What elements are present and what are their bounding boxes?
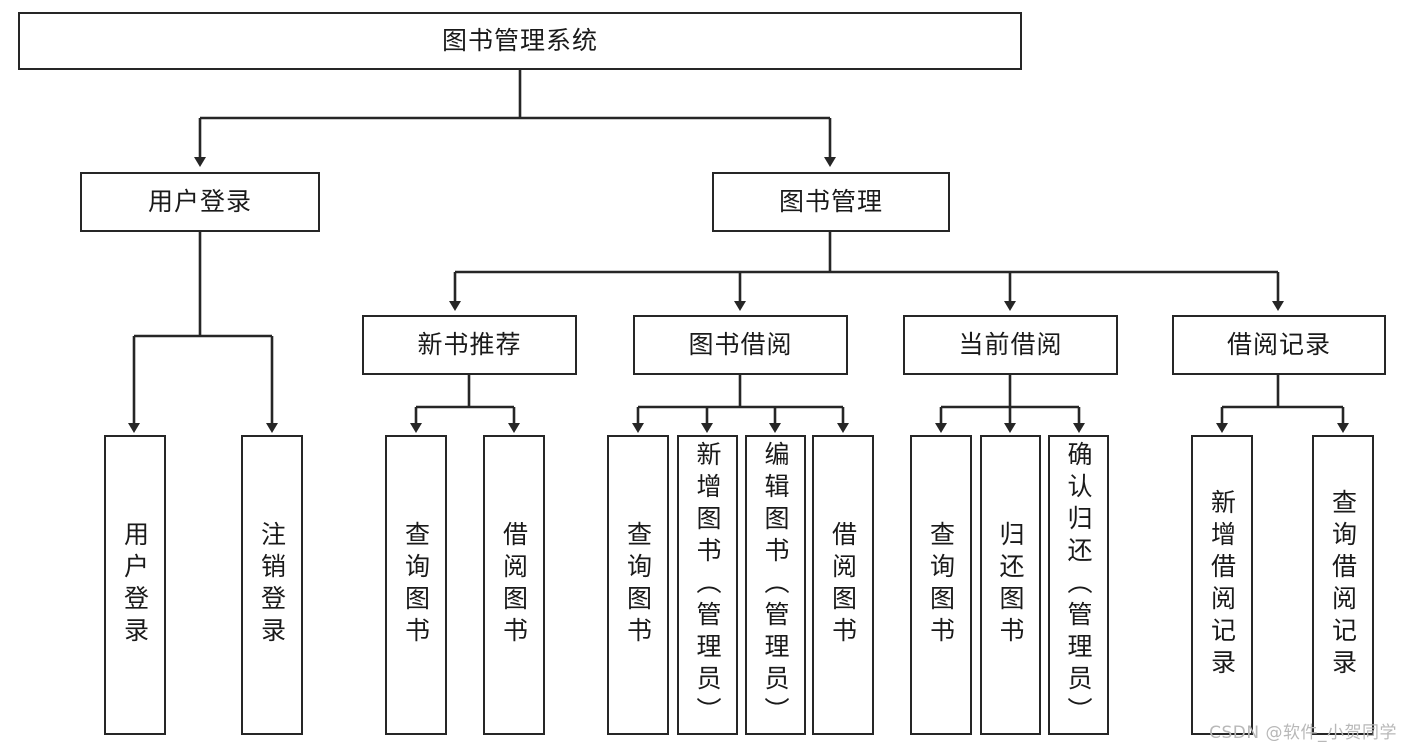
leaf-edit-book-admin[interactable]: 编辑图书（管理员）	[745, 435, 806, 735]
leaf-return-book[interactable]: 归还图书	[980, 435, 1041, 735]
node-label: 注销登录	[257, 521, 287, 649]
node-label: 图书借阅	[688, 329, 793, 359]
node-label: 新书推荐	[417, 329, 522, 359]
leaf-logout[interactable]: 注销登录	[241, 435, 303, 735]
node-borrowing-records[interactable]: 借阅记录	[1172, 315, 1386, 375]
leaf-query-book-borrow[interactable]: 查询图书	[607, 435, 669, 735]
node-label: 归还图书	[996, 521, 1025, 649]
node-label: 当前借阅	[958, 329, 1063, 359]
leaf-query-book-current[interactable]: 查询图书	[910, 435, 972, 735]
leaf-user-login[interactable]: 用户登录	[104, 435, 166, 735]
node-label: 查询图书	[623, 521, 653, 649]
node-label: 确认归还（管理员）	[1064, 441, 1093, 729]
node-label: 查询借阅记录	[1328, 489, 1358, 681]
node-label: 用户登录	[147, 186, 252, 216]
node-label: 查询图书	[926, 521, 956, 649]
node-label: 用户登录	[120, 521, 150, 649]
node-new-book-recommendation[interactable]: 新书推荐	[362, 315, 577, 375]
leaf-add-borrow-record[interactable]: 新增借阅记录	[1191, 435, 1253, 735]
node-label: 借阅图书	[499, 521, 529, 649]
leaf-borrow-book[interactable]: 借阅图书	[812, 435, 874, 735]
leaf-confirm-return-admin[interactable]: 确认归还（管理员）	[1048, 435, 1109, 735]
node-label: 新增图书（管理员）	[693, 441, 722, 729]
leaf-borrow-book-new[interactable]: 借阅图书	[483, 435, 545, 735]
node-book-borrowing[interactable]: 图书借阅	[633, 315, 848, 375]
csdn-watermark: CSDN @软件_小贺同学	[1209, 723, 1397, 743]
node-current-borrowing[interactable]: 当前借阅	[903, 315, 1118, 375]
node-label: 借阅记录	[1226, 329, 1331, 359]
node-label: 图书管理	[778, 186, 883, 216]
node-label: 借阅图书	[828, 521, 858, 649]
node-label: 查询图书	[401, 521, 431, 649]
node-user-login[interactable]: 用户登录	[80, 172, 320, 232]
leaf-add-book-admin[interactable]: 新增图书（管理员）	[677, 435, 738, 735]
node-label: 编辑图书（管理员）	[761, 441, 790, 729]
leaf-query-borrow-record[interactable]: 查询借阅记录	[1312, 435, 1374, 735]
leaf-query-book-new[interactable]: 查询图书	[385, 435, 447, 735]
node-label: 图书管理系统	[441, 25, 598, 55]
node-root-book-management-system[interactable]: 图书管理系统	[18, 12, 1022, 70]
node-book-management[interactable]: 图书管理	[712, 172, 950, 232]
node-label: 新增借阅记录	[1207, 489, 1237, 681]
